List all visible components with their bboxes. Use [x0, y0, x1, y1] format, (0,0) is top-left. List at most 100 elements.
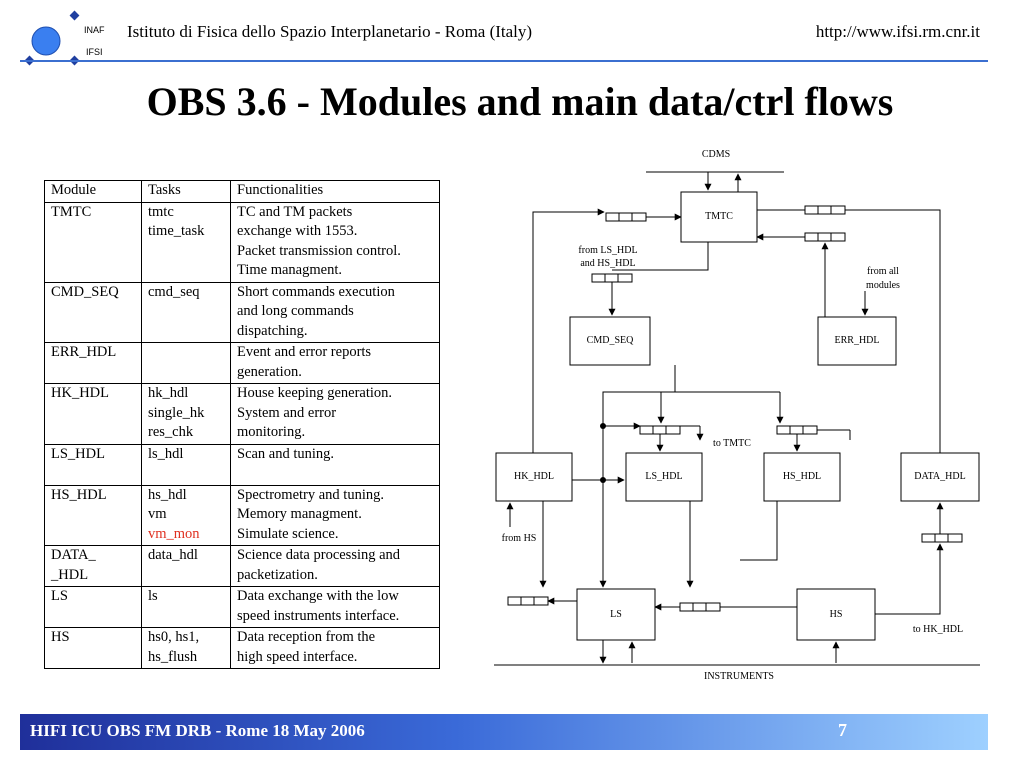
functionalities-cell-line: generation.: [237, 363, 302, 380]
module-cell: LS: [44, 586, 142, 628]
tasks-cell: cmd_seq: [141, 281, 231, 343]
footer-bar: [20, 714, 988, 750]
functionalities-cell-line: Data reception from the: [237, 629, 376, 645]
hk-to-tmtc-line: [532, 208, 605, 453]
ls-box: [576, 588, 656, 641]
from-all-label-2: modules: [866, 280, 900, 291]
module-cell-line: TMTC: [51, 203, 92, 220]
functionalities-cell-line: and long commands: [237, 303, 354, 319]
page-number: 7: [838, 720, 847, 740]
ls-hdl-queue: [639, 425, 681, 435]
data-hdl-box: [900, 452, 980, 502]
tmtc-out-queue: [804, 205, 846, 215]
ls-hdl-box: [625, 452, 703, 502]
junction-dot-1: [600, 423, 606, 429]
module-flow-diagram: CDMS TMTC from LS_HDL and HS_HDL from al…: [494, 149, 980, 682]
tasks-cell-line: ls: [148, 588, 158, 604]
functionalities-cell-line: Short commands execution: [237, 283, 395, 300]
functionalities-cell-line: Time managment.: [237, 262, 342, 278]
tasks-cell-line: time_task: [148, 223, 205, 239]
institute-url[interactable]: http://www.ifsi.rm.cnr.it: [815, 22, 980, 41]
table-row: DATA_ _HDL data_hdl Science data processing…: [44, 545, 440, 587]
functionalities-cell-line: House keeping generation.: [237, 385, 393, 401]
tasks-cell: data_hdl: [141, 545, 231, 587]
tasks-cell: hk_hdl single_hk res_chk: [141, 383, 231, 445]
logo-inaf-text: INAF: [84, 25, 105, 35]
module-cell-line: ERR_HDL: [51, 344, 117, 360]
hs-box: [796, 588, 876, 641]
data-hdl-to-tmtc-line: [845, 209, 941, 453]
ls-hdl-label: LS_HDL: [645, 471, 682, 482]
module-cell-line: HK_HDL: [51, 385, 109, 401]
module-cell: HK_HDL: [44, 383, 142, 445]
module-cell: DATA_ _HDL: [44, 545, 142, 587]
tasks-cell-line: res_chk: [148, 424, 194, 440]
cdms-label: CDMS: [702, 149, 730, 160]
tasks-cell-line: single_hk: [148, 404, 205, 421]
cmdseq-queue: [591, 273, 633, 283]
functionalities-cell-line: high speed interface.: [237, 648, 358, 665]
functionalities-cell: Short commands execution and long command…: [230, 281, 440, 343]
tasks-cell: ls: [141, 586, 231, 628]
institute-name: Istituto di Fisica dello Spazio Interpla…: [127, 22, 533, 41]
functionalities-cell-line: monitoring.: [237, 424, 306, 440]
tasks-cell-line: vm: [148, 506, 167, 522]
functionalities-cell-line: exchange with 1553.: [237, 223, 358, 239]
data-hdl-queue: [921, 533, 963, 543]
functionalities-cell-line: dispatching.: [237, 322, 308, 339]
functionalities-cell: Data reception from the high speed interf…: [230, 627, 440, 669]
tasks-cell: hs0, hs1,hs_flush: [141, 627, 231, 669]
tmtc-box: [680, 191, 758, 243]
functionalities-cell-line: Scan and tuning.: [237, 445, 335, 462]
module-cell-line: CMD_SEQ: [51, 283, 119, 300]
module-cell-line: _HDL: [51, 566, 89, 583]
module-cell: CMD_SEQ: [44, 281, 142, 343]
err-queue: [804, 232, 846, 242]
ls-label: LS: [610, 609, 622, 620]
inaf-ifsi-logo: INAF IFSI: [24, 10, 105, 66]
logo-ifsi-text: IFSI: [86, 47, 103, 57]
header-tasks: Tasks: [141, 180, 231, 203]
tmtc-to-cmdseq-line: [612, 242, 709, 271]
module-cell-line: DATA_: [51, 547, 96, 563]
tasks-cell-line: hs_flush: [148, 648, 198, 665]
tasks-cell-line: hk_hdl: [148, 385, 189, 401]
from-ls-hs-label-1: from LS_HDL: [578, 245, 637, 256]
functionalities-cell-line: Data exchange with the low: [237, 588, 399, 604]
functionalities-cell-line: System and error: [237, 404, 337, 421]
cmdseq-out-line: [599, 365, 676, 588]
table-row: HK_HDL hk_hdl single_hk res_chk House keepin…: [44, 383, 440, 445]
module-cell-line: LS_HDL: [51, 445, 105, 462]
header-divider: [20, 60, 988, 62]
hs-hdl-label: HS_HDL: [783, 471, 821, 482]
functionalities-cell: House keeping generation. System and erro…: [230, 383, 440, 445]
module-cell: TMTC: [44, 201, 142, 283]
module-cell-line: HS_HDL: [51, 486, 107, 503]
page-title: OBS 3.6 - Modules and main data/ctrl flo…: [146, 79, 894, 124]
tasks-cell-line: data_hdl: [148, 547, 198, 563]
tasks-cell-line: vm_mon: [148, 525, 200, 542]
table-row: CMD_SEQ cmd_seq Short commands execution an…: [44, 281, 440, 343]
functionalities-cell: Scan and tuning.: [230, 443, 440, 486]
hk-hdl-box: [495, 452, 573, 502]
table-header-row: Module Tasks Functionalities: [44, 180, 440, 203]
ls-out-queue: [679, 602, 721, 612]
functionalities-cell-line: Science data processing and: [237, 547, 401, 563]
hs-label: HS: [830, 609, 843, 620]
data-hdl-label: DATA_HDL: [914, 471, 965, 482]
functionalities-cell-line: Spectrometry and tuning.: [237, 486, 384, 503]
module-cell: LS_HDL: [44, 443, 142, 486]
tmtc-label: TMTC: [705, 211, 733, 222]
cmdseq-label: CMD_SEQ: [587, 335, 634, 346]
from-hs-label: from HS: [502, 533, 537, 544]
functionalities-cell-line: Simulate science.: [237, 525, 339, 542]
